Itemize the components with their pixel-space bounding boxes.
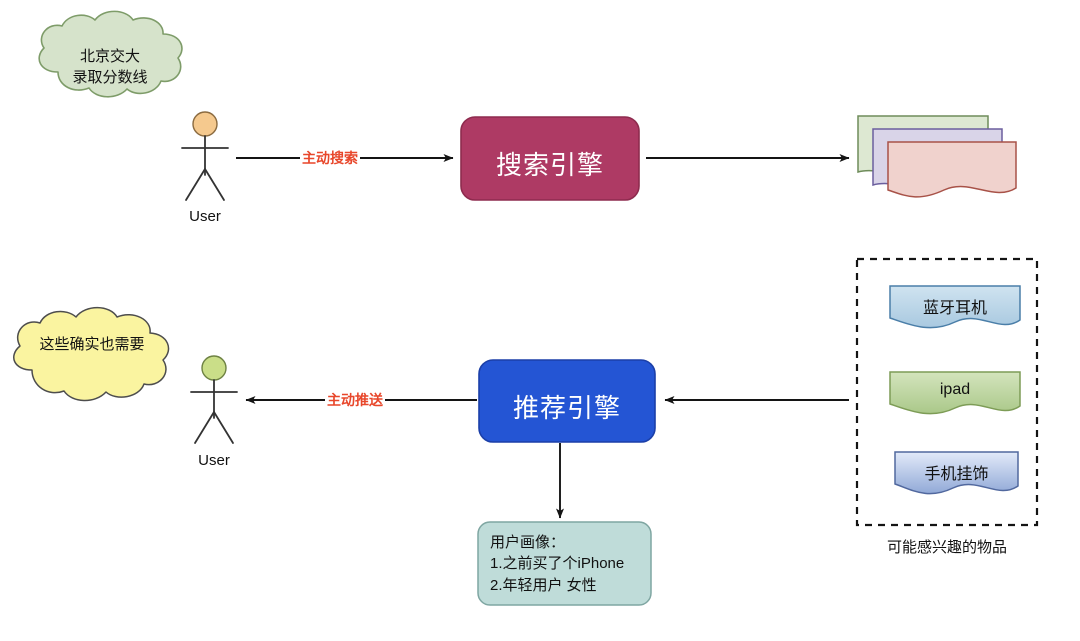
user-reaction-cloud-shape: [13, 306, 170, 402]
search-engine-shape[interactable]: [460, 116, 640, 201]
recommend-engine-shape[interactable]: [478, 359, 656, 443]
user-actor-bottom-caption: User: [198, 452, 230, 469]
user-actor-bottom-shape: [190, 355, 238, 444]
edge-label-active-search: 主动搜索: [300, 150, 360, 166]
user-actor-top-caption: User: [189, 208, 221, 225]
interest-item-shape-1[interactable]: [889, 371, 1021, 415]
interest-item-shape-0[interactable]: [889, 285, 1021, 329]
search-query-cloud-line-2: 录取分数线: [72, 69, 148, 86]
recommend-engine-label: 推荐引擎: [512, 393, 621, 423]
search-query-cloud-line-1: 北京交大: [79, 48, 140, 65]
interest-item-label-0: 蓝牙耳机: [922, 300, 987, 317]
edge-label-active-push: 主动推送: [325, 392, 385, 408]
user-profile-line-2: 1.之前买了个iPhone: [490, 555, 625, 572]
search-engine-label: 搜索引擎: [495, 150, 604, 180]
interest-item-label-1: ipad: [939, 381, 971, 398]
search-results-documents-shape: [857, 115, 1017, 198]
search-query-cloud-shape: [38, 10, 183, 98]
user-profile-box-shape[interactable]: [477, 521, 652, 606]
user-reaction-cloud-line-1: 这些确实也需要: [39, 336, 145, 353]
interest-items-group-border: [855, 257, 1039, 527]
interest-item-shape-2[interactable]: [894, 451, 1019, 495]
user-actor-top-shape: [181, 111, 229, 201]
interest-item-label-2: 手机挂饰: [924, 466, 989, 483]
user-profile-line-3: 2.年轻用户 女性: [490, 577, 597, 594]
user-profile-line-1: 用户画像：: [490, 534, 566, 551]
interest-items-group-caption: 可能感兴趣的物品: [886, 539, 1007, 556]
